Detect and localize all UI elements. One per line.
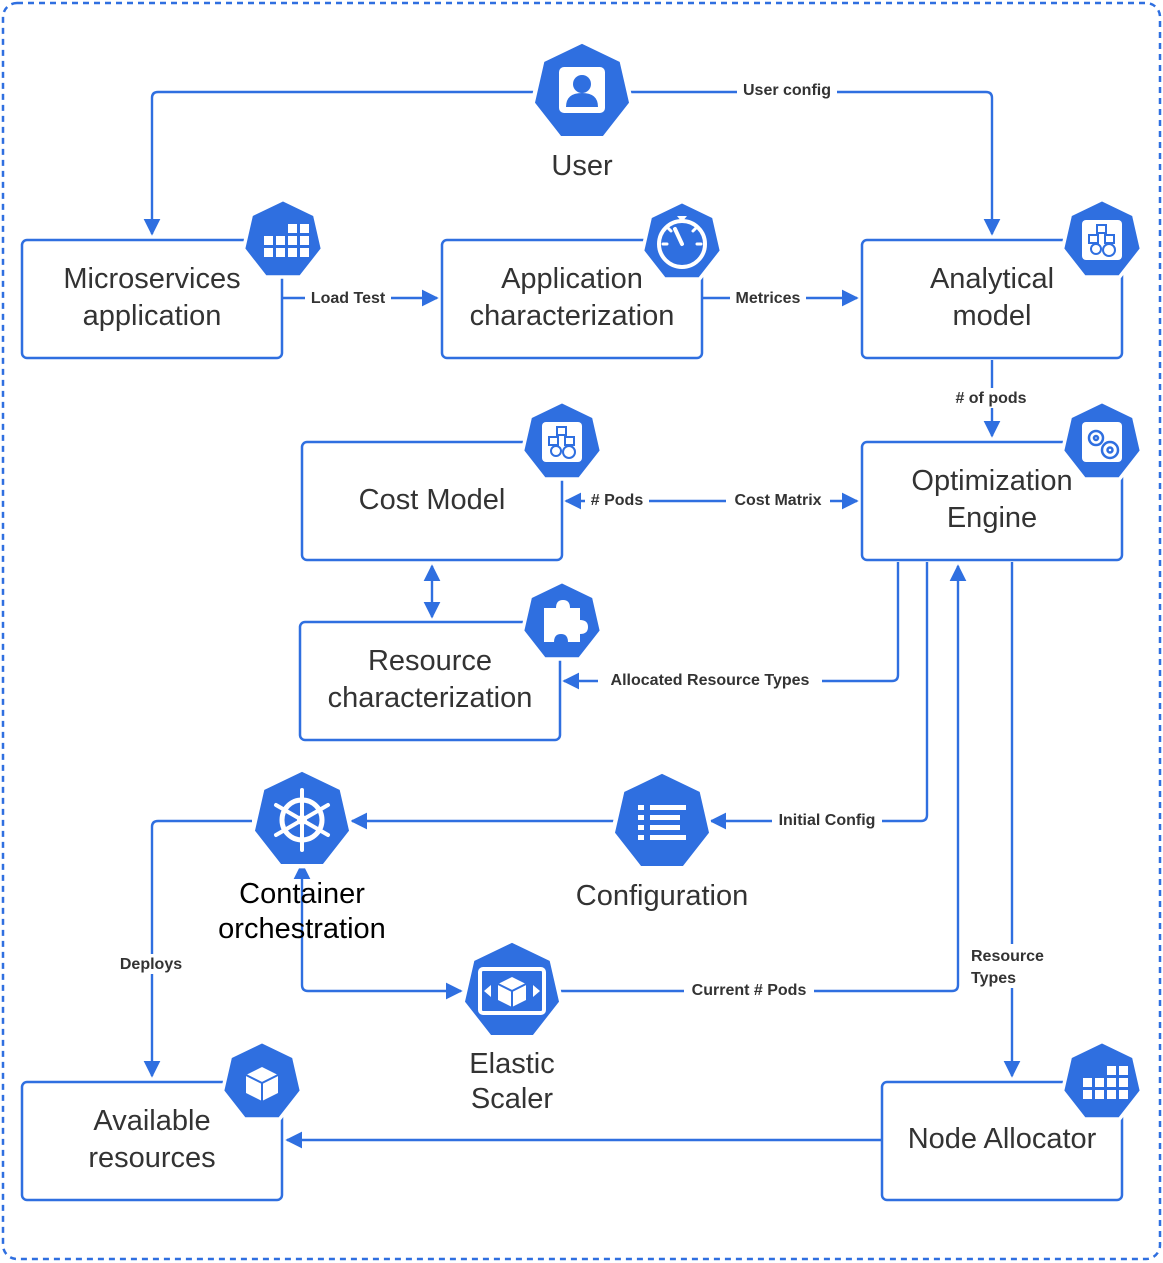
cubes-gears-icon <box>1060 197 1144 279</box>
elastic-label-2: Scaler <box>471 1083 554 1115</box>
container-label-2: orchestration <box>218 913 386 945</box>
grid-icon <box>241 197 325 279</box>
available-label-2: resources <box>88 1142 215 1174</box>
user-icon[interactable] <box>533 41 632 138</box>
label-current-pods: Current # Pods <box>692 982 807 999</box>
resource-char-label-2: characterization <box>328 682 533 714</box>
edge-current-pods <box>560 564 967 993</box>
label-num-pods: # of pods <box>955 390 1026 407</box>
puzzle-icon <box>520 579 604 661</box>
box-resource-char[interactable] <box>298 620 562 742</box>
gears-icon <box>1060 399 1144 481</box>
edge-initial-config <box>709 562 929 830</box>
microservices-label-2: application <box>83 300 222 332</box>
box-available[interactable] <box>20 1080 284 1202</box>
label-cost-matrix: Cost Matrix <box>734 492 821 509</box>
cube-icon <box>220 1039 304 1121</box>
label-deploys: Deploys <box>120 956 182 973</box>
label-load-test: Load Test <box>311 290 386 307</box>
list-icon[interactable] <box>613 771 712 868</box>
edge-allocated-types <box>562 562 900 690</box>
node-allocator-label: Node Allocator <box>908 1123 1097 1155</box>
label-metrices: Metrices <box>736 290 801 307</box>
label-allocated-types: Allocated Resource Types <box>611 672 810 689</box>
resource-char-label-1: Resource <box>368 645 492 677</box>
label-user-config: User config <box>743 82 831 99</box>
analytical-label-1: Analytical <box>930 263 1054 295</box>
grid-icon <box>1060 1039 1144 1121</box>
edge-deploys <box>143 819 252 1078</box>
box-app-char[interactable] <box>440 238 704 360</box>
box-cost-model[interactable] <box>300 440 564 562</box>
cost-model-label: Cost Model <box>359 484 506 516</box>
label-resource-types-line1: Resource <box>971 948 1044 965</box>
speedometer-icon <box>640 199 724 281</box>
available-label-1: Available <box>93 1105 210 1137</box>
microservices-label-1: Microservices <box>63 263 240 295</box>
box-optimization[interactable] <box>860 440 1124 562</box>
optimization-label-1: Optimization <box>911 465 1072 497</box>
optimization-label-2: Engine <box>947 502 1037 534</box>
edge-user-analytical <box>630 90 1001 236</box>
app-char-label-1: Application <box>501 263 643 295</box>
box-microservices[interactable] <box>20 238 284 360</box>
edge-user-microservices <box>143 90 534 236</box>
container-label-1: Container <box>239 878 365 910</box>
helm-wheel-icon[interactable] <box>253 769 352 866</box>
cube-arrows-icon[interactable] <box>463 940 562 1037</box>
user-label: User <box>551 150 613 182</box>
label-pods: # Pods <box>591 492 644 509</box>
app-char-label-2: characterization <box>470 300 675 332</box>
edge-container-elastic <box>293 862 463 1000</box>
label-resource-types-line2: Types <box>971 970 1016 987</box>
cubes-gears-icon <box>520 399 604 481</box>
elastic-label-1: Elastic <box>469 1048 554 1080</box>
label-initial-config: Initial Config <box>779 812 876 829</box>
configuration-label: Configuration <box>576 880 749 912</box>
box-analytical[interactable] <box>860 238 1124 360</box>
box-node-allocator[interactable] <box>880 1080 1124 1202</box>
analytical-label-2: model <box>953 300 1032 332</box>
